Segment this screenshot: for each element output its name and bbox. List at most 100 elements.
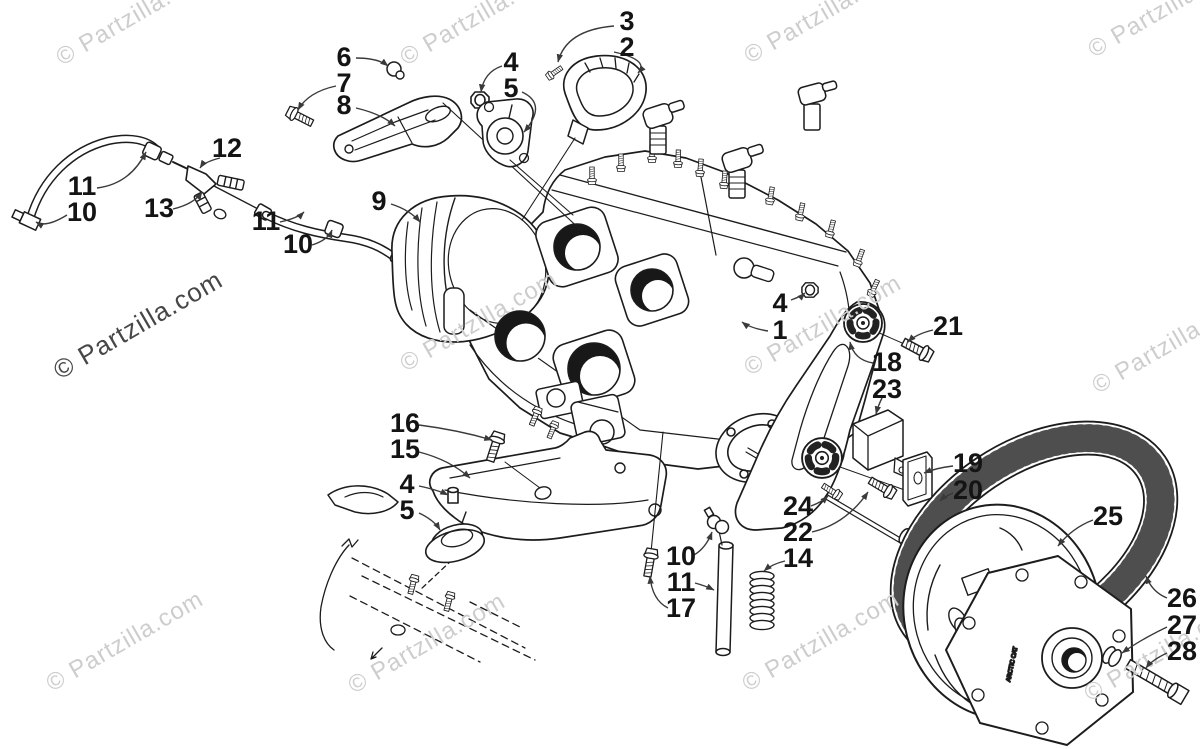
spring	[749, 570, 775, 631]
callout-9: 9	[371, 186, 386, 216]
leader-line-5	[418, 512, 441, 531]
callout-2: 2	[619, 32, 634, 62]
leader-line-22	[811, 491, 869, 533]
callout-5: 5	[503, 73, 518, 103]
leader-line-11	[279, 211, 305, 223]
callout-10: 10	[283, 229, 313, 259]
watermark-text: © Partzilla.com	[1088, 287, 1200, 399]
fuel-fitting	[797, 80, 838, 131]
callout-24: 24	[783, 491, 813, 521]
callout-8: 8	[336, 90, 351, 120]
callout-4: 4	[399, 469, 414, 499]
oil-injection-tube	[715, 530, 734, 657]
mount-backing-plate	[902, 451, 933, 507]
engine-assembly-artwork: ARCTIC CAT	[11, 54, 1190, 746]
leader-line-10	[311, 229, 333, 246]
leader-line-20	[939, 492, 954, 502]
callout-6: 6	[336, 42, 351, 72]
callout-10: 10	[666, 541, 696, 571]
callout-18: 18	[872, 347, 902, 377]
leader-line-19	[923, 465, 954, 474]
leader-line-21	[907, 329, 934, 343]
watermark-text: © Partzilla.com	[52, 0, 219, 71]
leader-line-5	[521, 91, 537, 133]
callout-13: 13	[144, 193, 174, 223]
exhaust-port	[494, 310, 546, 363]
callout-5: 5	[399, 495, 414, 525]
bolt-21	[898, 334, 936, 365]
arm-nut	[801, 282, 819, 298]
leader-line-25	[1057, 519, 1094, 547]
leader-line-10	[693, 531, 713, 556]
watermark-text: © Partzilla.com	[48, 264, 228, 385]
leader-line-4	[418, 485, 449, 496]
callout-1: 1	[772, 315, 787, 345]
callout-27: 27	[1167, 610, 1197, 640]
recoil-housing	[391, 194, 550, 343]
rear-motor-mount-arm	[734, 302, 945, 531]
leader-line-12	[199, 157, 221, 169]
callout-28: 28	[1167, 636, 1197, 666]
engine-details	[469, 80, 882, 453]
spark-plug-cap	[642, 99, 685, 155]
callout-19: 19	[953, 448, 983, 478]
callout-20: 20	[953, 475, 983, 505]
leader-line-18	[848, 341, 874, 364]
leader-line-9	[390, 203, 421, 223]
bracket-bolt	[283, 103, 316, 131]
leader-line-1	[741, 321, 769, 332]
leader-line-16	[418, 424, 493, 441]
exhaust-port	[552, 329, 636, 409]
callout-11: 11	[252, 206, 281, 236]
recoil-starter-handle	[521, 54, 647, 221]
front-engine-mount	[470, 91, 574, 216]
callout-11: 11	[68, 171, 97, 201]
intake-port	[535, 206, 619, 288]
leader-line-15	[418, 451, 471, 479]
leader-line-8	[355, 107, 396, 127]
callout-4: 4	[772, 288, 787, 318]
leader-line-4	[479, 65, 503, 93]
callout-21: 21	[933, 311, 963, 341]
intake-port	[614, 253, 690, 327]
watermark-text: © Partzilla.com	[740, 0, 907, 69]
watermark-text: © Partzilla.com	[396, 0, 563, 71]
spark-plug-cap	[721, 143, 764, 199]
leader-line-17	[647, 575, 669, 609]
callout-7: 7	[336, 68, 351, 98]
callout-3: 3	[619, 6, 634, 36]
callout-23: 23	[872, 374, 902, 404]
leader-line-26	[1145, 575, 1168, 599]
clutch-bolt	[1124, 658, 1190, 706]
hose-clamp	[703, 506, 730, 535]
callout-15: 15	[390, 434, 420, 464]
leader-line-2	[613, 51, 646, 74]
callout-17: 17	[666, 593, 696, 623]
bolt-17	[639, 546, 661, 579]
leader-line-6	[355, 57, 389, 67]
leader-line-11	[694, 582, 715, 591]
callout-11: 11	[667, 567, 696, 597]
callout-22: 22	[783, 517, 813, 547]
leader-line-4	[790, 292, 806, 301]
leader-line-24	[810, 495, 829, 507]
leader-line-23	[874, 397, 883, 415]
leader-line-14	[763, 560, 786, 572]
cdi-box	[852, 409, 911, 479]
leader-line-7	[297, 85, 337, 111]
lower-rubber-mount	[424, 486, 486, 564]
clutch-washer	[1102, 646, 1122, 667]
leader-line-27	[1121, 626, 1168, 654]
watermark-text: © Partzilla.com	[1084, 0, 1200, 63]
leader-line-28	[1145, 652, 1168, 669]
chassis-outline-sketch	[319, 538, 536, 663]
callout-26: 26	[1167, 583, 1197, 613]
callout-25: 25	[1093, 501, 1123, 531]
callout-14: 14	[783, 543, 813, 573]
watermark-text: © Partzilla.com	[42, 585, 209, 697]
upper-motor-mount-bracket	[332, 95, 584, 233]
callout-16: 16	[390, 408, 420, 438]
